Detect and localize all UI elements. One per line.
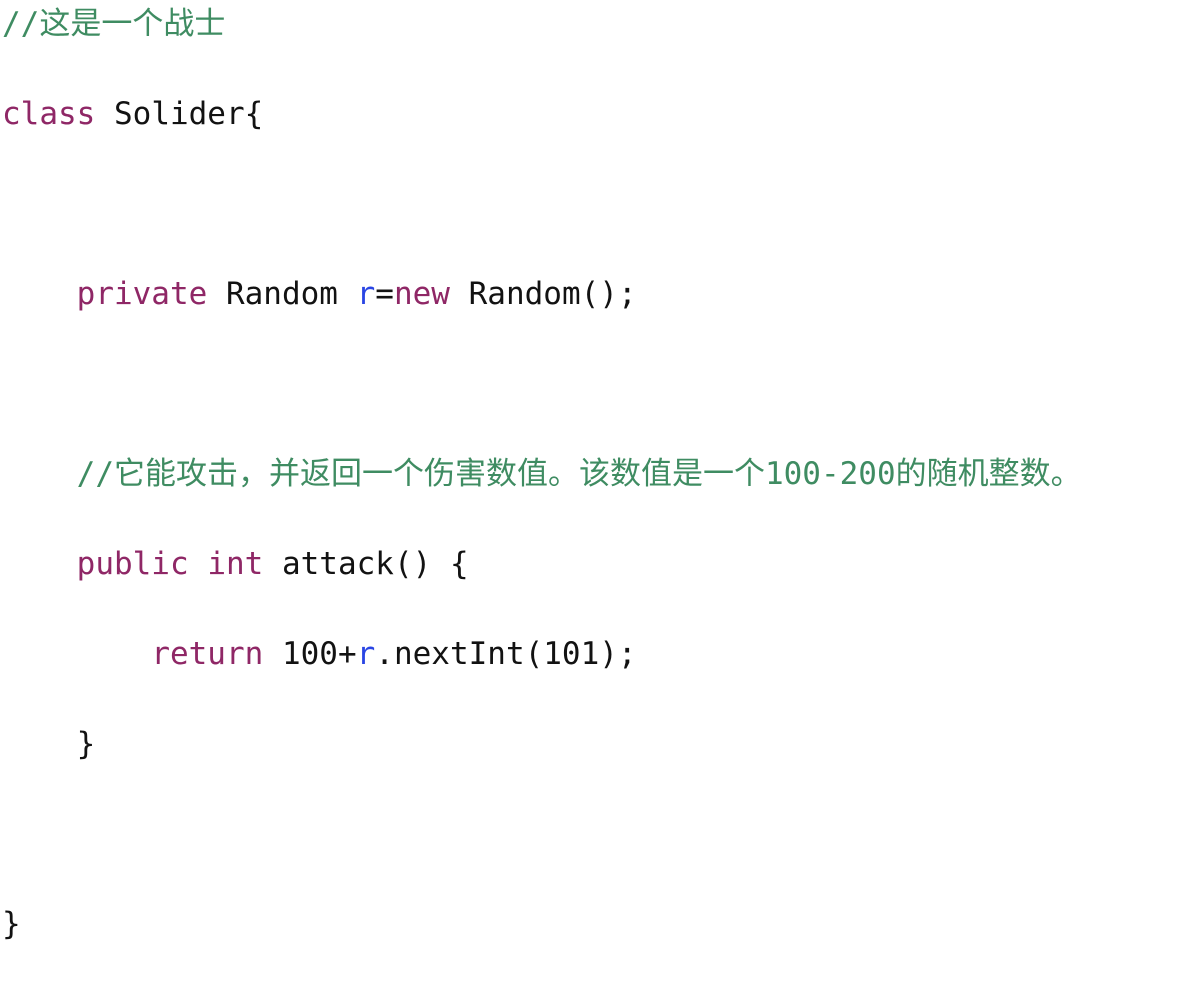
plain-token: }	[2, 726, 96, 762]
comment-token: //这是一个战士	[2, 6, 226, 42]
plain-token: =	[375, 276, 394, 312]
keyword-token: return	[151, 636, 264, 672]
plain-token: }	[2, 906, 21, 942]
plain-token	[189, 546, 208, 582]
code-line: //它能攻击，并返回一个伤害数值。该数值是一个100-200的随机整数。	[2, 452, 1202, 497]
keyword-token: new	[393, 276, 450, 312]
variable-token: r	[356, 636, 376, 672]
keyword-token: int	[207, 546, 264, 582]
plain-token: attack() {	[263, 546, 469, 582]
plain-token: Random();	[449, 276, 637, 312]
code-line-blank	[2, 362, 1202, 407]
plain-token: .nextInt(101);	[375, 636, 637, 672]
code-line: private Random r=new Random();	[2, 272, 1202, 317]
code-line: }	[2, 722, 1202, 767]
plain-token: Solider{	[95, 96, 264, 132]
indent-token	[2, 546, 77, 582]
code-line: //这是一个战士	[2, 2, 1202, 47]
plain-token: 100+	[263, 636, 357, 672]
keyword-token: private	[76, 276, 208, 312]
indent-token	[2, 636, 151, 672]
indent-token	[2, 456, 77, 492]
keyword-token: class	[2, 96, 96, 132]
code-line: public int attack() {	[2, 542, 1202, 587]
keyword-token: public	[76, 546, 189, 582]
code-line: return 100+r.nextInt(101);	[2, 632, 1202, 677]
indent-token	[2, 276, 77, 312]
comment-token: //它能攻击，并返回一个伤害数值。该数值是一个100-200的随机整数。	[76, 456, 1082, 492]
code-line: class Solider{	[2, 92, 1202, 137]
code-line: }	[2, 902, 1202, 947]
code-line-blank	[2, 812, 1202, 857]
variable-token: r	[356, 276, 376, 312]
plain-token: Random	[207, 276, 357, 312]
code-line-blank	[2, 182, 1202, 227]
